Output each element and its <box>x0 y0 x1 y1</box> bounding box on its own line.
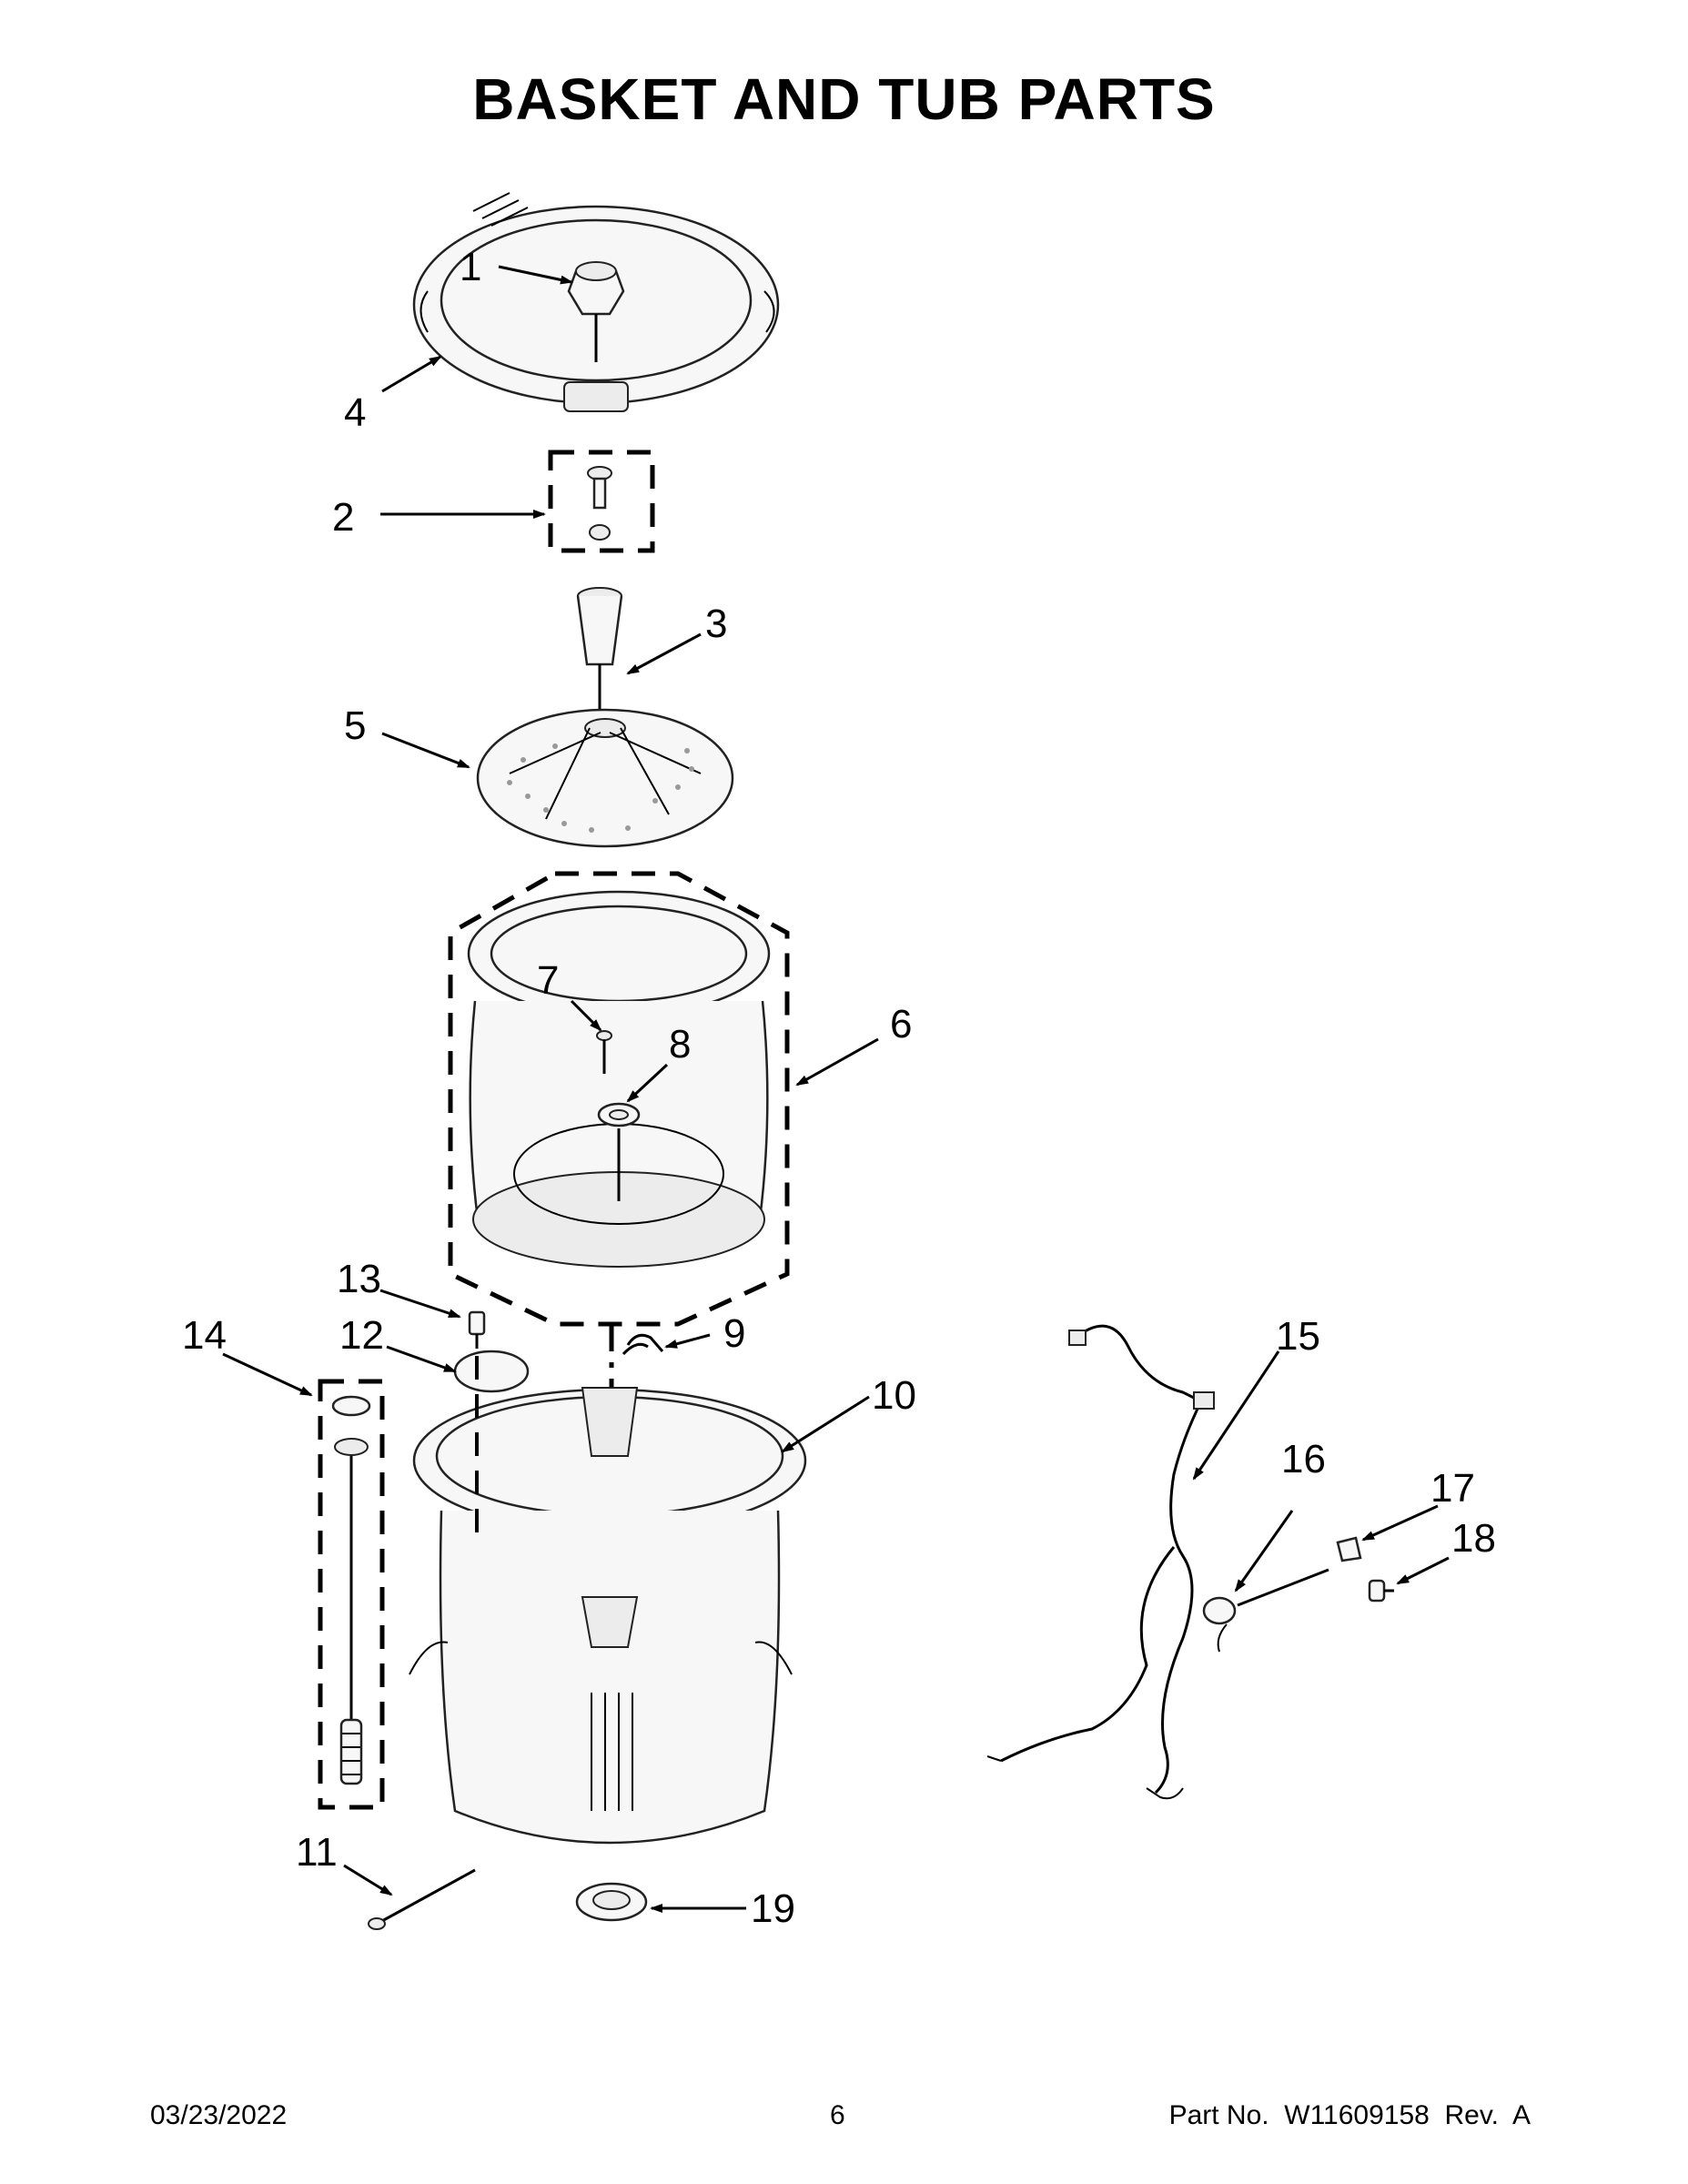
callout-3: 3 <box>705 602 727 646</box>
callout-2: 2 <box>332 495 354 540</box>
callout-7: 7 <box>537 958 559 1003</box>
grommet-part <box>1202 1596 1237 1653</box>
page-title: BASKET AND TUB PARTS <box>472 66 1216 132</box>
callout-16: 16 <box>1281 1437 1326 1481</box>
wire-harness-part <box>986 1324 1215 1800</box>
bolt-kit-part <box>548 450 655 553</box>
leader-lines <box>222 265 1450 1913</box>
callout-14: 14 <box>182 1313 227 1358</box>
seal-disc-part <box>453 1350 530 1547</box>
callout-15: 15 <box>1276 1314 1320 1359</box>
footer-page-number: 6 <box>830 2100 845 2130</box>
callout-5: 5 <box>344 703 366 748</box>
agitator-cap-part <box>567 261 625 362</box>
callout-19: 19 <box>751 1886 795 1931</box>
outer-tub-part <box>409 1387 807 1845</box>
callout-9: 9 <box>723 1311 745 1356</box>
callout-6: 6 <box>890 1002 912 1046</box>
callout-11: 11 <box>296 1830 338 1875</box>
drive-tube-part <box>576 587 623 719</box>
screw-part <box>1368 1579 1394 1603</box>
callout-13: 13 <box>337 1257 381 1301</box>
callout-8: 8 <box>669 1022 691 1067</box>
callout-1: 1 <box>460 245 481 289</box>
basket-part <box>448 871 790 1327</box>
callout-18: 18 <box>1451 1516 1496 1561</box>
footer-date: 03/23/2022 <box>150 2100 288 2130</box>
rod-part <box>368 1868 476 1930</box>
callout-4: 4 <box>344 390 366 435</box>
basket-screw-part <box>596 1030 612 1074</box>
suspension-rod-part <box>318 1379 385 1810</box>
callout-12: 12 <box>339 1313 384 1358</box>
footer-part-number: Part No. W11609158 Rev. A <box>1168 2100 1531 2130</box>
impeller-part <box>476 708 734 848</box>
tub-seal-part <box>575 1882 648 1922</box>
tub-bolt-part <box>468 1310 486 1349</box>
callout-10: 10 <box>872 1373 916 1418</box>
callout-17: 17 <box>1430 1466 1475 1511</box>
clamp-part <box>1336 1536 1362 1562</box>
hub-washer-part <box>597 1102 641 1127</box>
clip-part <box>622 1333 664 1356</box>
callout-labels: 1 2 3 4 5 6 7 8 9 10 11 12 13 14 15 16 1… <box>182 245 1496 1931</box>
